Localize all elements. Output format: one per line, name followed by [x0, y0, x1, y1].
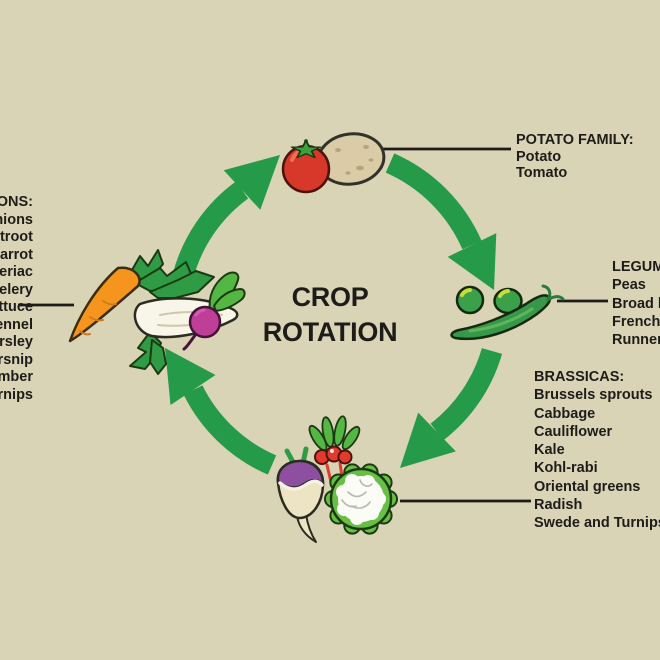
group-item: Parsnip: [0, 351, 33, 368]
group-header: LEGUMES:: [612, 259, 660, 275]
group-header: BRASSICAS:: [534, 369, 625, 385]
group-header: POTATO FAMILY:: [516, 132, 634, 148]
group-item: Oriental greens: [534, 478, 641, 495]
group-item: Lettuce: [0, 299, 33, 315]
group-item: Fennel: [0, 316, 33, 333]
peas-illustration: [450, 284, 565, 341]
label-legumes: LEGUMES: Peas Broad beans French beans R…: [612, 258, 660, 349]
group-item: Tomato: [516, 165, 568, 181]
leader-lines: [18, 147, 608, 503]
beetroot-icon: [182, 271, 246, 351]
group-item: Potato: [516, 148, 562, 165]
label-potato-family: POTATO FAMILY: Potato Tomato: [516, 132, 634, 182]
peas-icon: [455, 285, 523, 315]
page-title: CROP ROTATION: [180, 280, 480, 349]
group-item: Peas: [612, 277, 646, 294]
rotation-arrow-top-left-icon: [172, 155, 280, 279]
group-item: Celeriac: [0, 264, 33, 280]
group-item: Beetroot: [0, 229, 33, 245]
title-line-1: CROP: [291, 282, 369, 312]
potato-icon: [316, 132, 386, 186]
group-item: Brussels sprouts: [534, 387, 653, 404]
cauliflower-icon: [324, 463, 398, 535]
group-item: Celery: [0, 281, 33, 298]
group-item: Cauliflower: [534, 423, 613, 440]
group-item: Swede and Turnips: [534, 515, 660, 532]
tomato-icon: [281, 139, 331, 194]
rotation-arrow-bottom-right-icon: [400, 347, 503, 468]
rotation-arrow-bottom-left-icon: [165, 348, 277, 475]
group-item: French beans: [612, 313, 660, 330]
group-item: Carrot: [0, 246, 33, 263]
group-item: Cucumber: [0, 369, 33, 385]
label-roots: ROOTS AND ONIONS: Onions Beetroot Carrot…: [0, 194, 33, 404]
rotation-arrows: [165, 153, 503, 475]
turnip-icon: [276, 446, 325, 543]
brassicas-illustration: [276, 415, 398, 543]
group-item: Cabbage: [534, 405, 596, 422]
label-brassicas: BRASSICAS: Brussels sprouts Cabbage Caul…: [534, 368, 660, 533]
pea-pod-icon: [450, 284, 565, 341]
carrot-icon: [68, 249, 215, 343]
group-item: Turnips: [0, 386, 33, 403]
group-item: Radish: [534, 497, 583, 514]
title-line-2: ROTATION: [262, 316, 398, 347]
group-item: Runner beans: [612, 332, 660, 348]
group-header: ROOTS AND ONIONS:: [0, 194, 33, 210]
radish-icon: [308, 415, 361, 484]
roots-illustration: [68, 249, 246, 375]
group-item: Kale: [534, 442, 565, 459]
group-item: Kohl-rabi: [534, 460, 598, 477]
group-item: Onions: [0, 211, 33, 228]
rotation-arrow-top-right-icon: [385, 153, 497, 290]
group-item: Parsley: [0, 334, 33, 350]
group-item: Broad beans: [612, 295, 660, 312]
potato-tomato-illustration: [281, 132, 386, 194]
